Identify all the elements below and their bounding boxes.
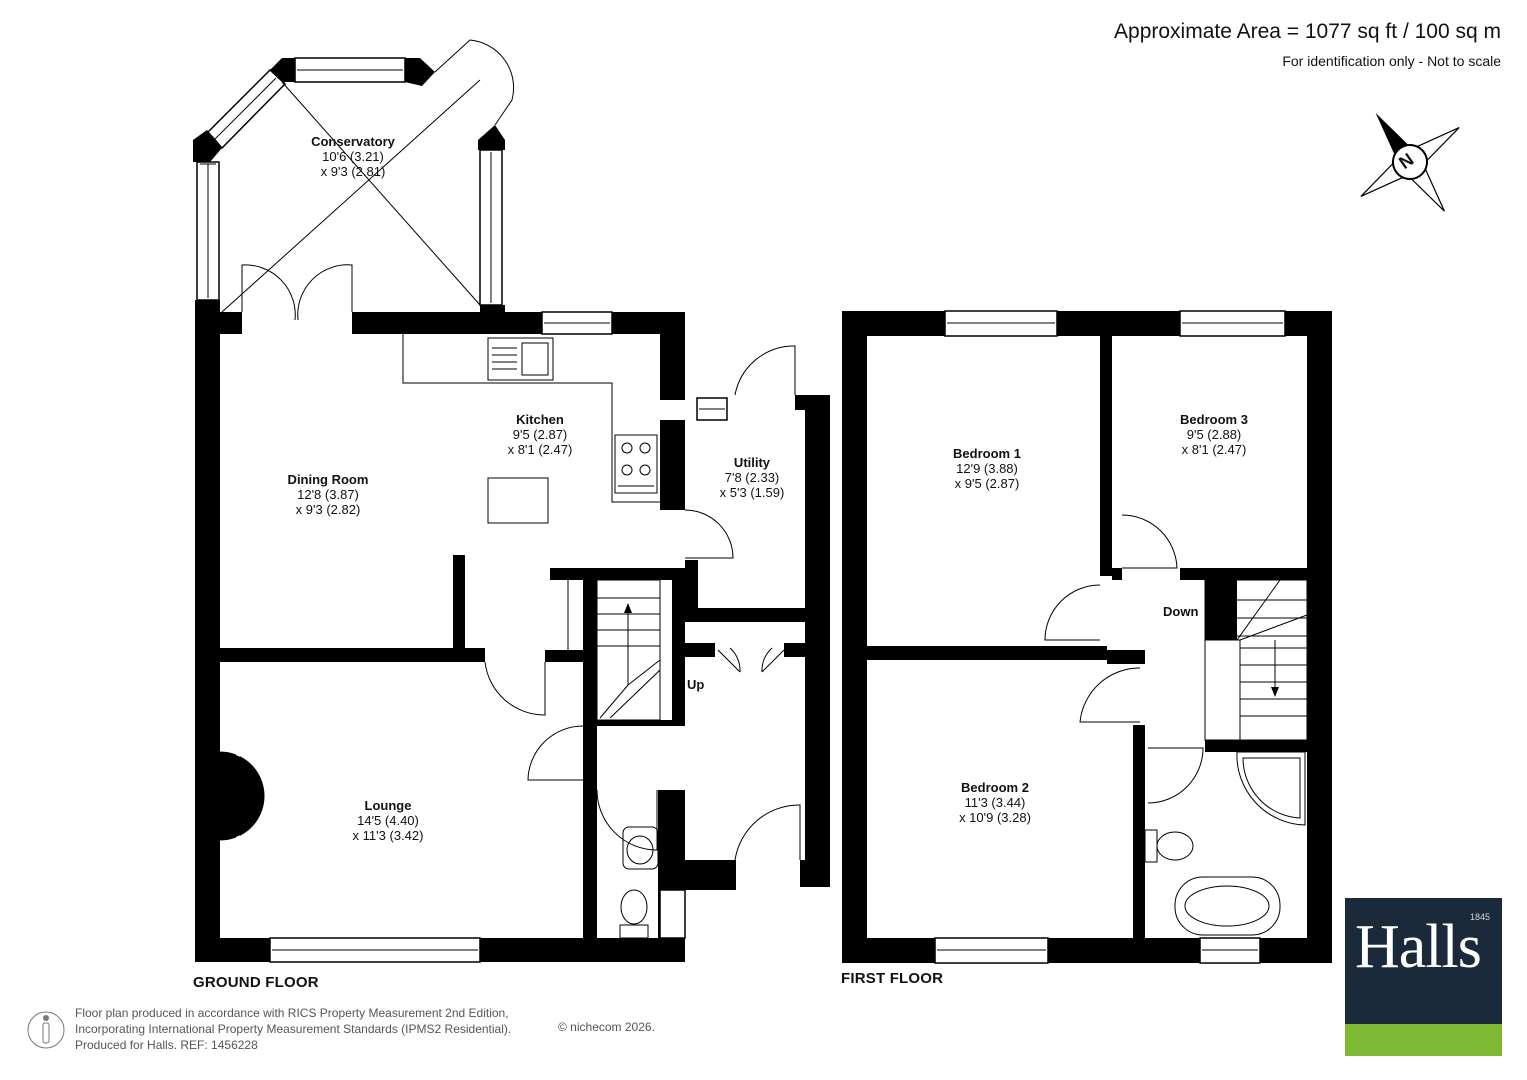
logo-wordmark: Halls xyxy=(1355,913,1482,981)
ground-floor-label: GROUND FLOOR xyxy=(193,974,319,991)
room-dim-2: x 10'9 (3.28) xyxy=(959,810,1031,825)
footer-notes: Floor plan produced in accordance with R… xyxy=(75,1005,511,1053)
first-floor-details xyxy=(937,322,1308,951)
footer-line-3: Produced for Halls. REF: 1456228 xyxy=(75,1038,258,1052)
ipms-person-icon xyxy=(27,1011,65,1049)
room-label-dining-room: Dining Room 12'8 (3.87) x 9'3 (2.82) xyxy=(288,472,369,517)
room-dim-1: 9'5 (2.87) xyxy=(512,427,568,442)
room-dim-2: x 9'3 (2.82) xyxy=(295,502,361,517)
room-label-bedroom-3: Bedroom 3 9'5 (2.88) x 8'1 (2.47) xyxy=(1180,412,1248,457)
first-floor-walls xyxy=(842,311,1332,963)
room-dim-2: x 8'1 (2.47) xyxy=(507,442,573,457)
room-dim-1: 7'8 (2.33) xyxy=(724,470,780,485)
room-dim-1: 14'5 (4.40) xyxy=(357,813,419,828)
approximate-area: Approximate Area = 1077 sq ft / 100 sq m xyxy=(1114,20,1501,43)
room-dim-1: 10'6 (3.21) xyxy=(322,149,384,164)
room-label-bedroom-1: Bedroom 1 12'9 (3.88) x 9'5 (2.87) xyxy=(953,446,1021,491)
ground-floor-walls xyxy=(195,300,830,962)
conservatory-details xyxy=(200,39,515,321)
room-dim-1: 12'8 (3.87) xyxy=(297,487,359,502)
window-mullions xyxy=(272,322,725,951)
conservatory-windows xyxy=(196,57,503,306)
room-dim-2: x 11'3 (3.42) xyxy=(352,828,424,843)
room-name: Bedroom 3 xyxy=(1180,412,1248,427)
room-dim-1: 12'9 (3.88) xyxy=(956,461,1018,476)
room-dim-2: x 9'3 (2.81) xyxy=(320,164,386,179)
room-dim-2: x 9'5 (2.87) xyxy=(954,476,1020,491)
room-label-conservatory: Conservatory 10'6 (3.21) x 9'3 (2.81) xyxy=(311,134,395,179)
room-name: Utility xyxy=(733,455,771,470)
logo-green-band xyxy=(1345,1024,1502,1056)
copyright-notice: © nichecom 2026. xyxy=(558,1020,655,1034)
first-floor-label: FIRST FLOOR xyxy=(841,970,944,987)
stairs-down-label: Down xyxy=(1163,604,1199,619)
halls-logo: 1845 Halls xyxy=(1345,898,1502,1056)
room-dim-1: 11'3 (3.44) xyxy=(964,795,1026,810)
room-name: Lounge xyxy=(364,798,412,813)
footer-line-2: Incorporating International Property Mea… xyxy=(75,1022,512,1036)
logo-year: 1845 xyxy=(1469,912,1490,922)
room-label-utility: Utility 7'8 (2.33) x 5'3 (1.59) xyxy=(720,455,785,500)
room-name: Conservatory xyxy=(311,134,395,149)
room-label-kitchen: Kitchen 9'5 (2.87) x 8'1 (2.47) xyxy=(508,412,573,457)
room-name: Dining Room xyxy=(287,472,369,487)
room-dim-1: 9'5 (2.88) xyxy=(1186,427,1242,442)
room-label-lounge: Lounge 14'5 (4.40) x 11'3 (3.42) xyxy=(353,798,424,843)
compass-rose xyxy=(1360,112,1460,212)
room-dim-2: x 8'1 (2.47) xyxy=(1181,442,1247,457)
room-name: Bedroom 2 xyxy=(961,780,1029,795)
room-name: Bedroom 1 xyxy=(953,446,1021,461)
room-name: Kitchen xyxy=(516,412,564,427)
room-label-bedroom-2: Bedroom 2 11'3 (3.44) x 10'9 (3.28) xyxy=(959,780,1031,825)
scale-disclaimer: For identification only - Not to scale xyxy=(1282,53,1501,69)
footer-line-1: Floor plan produced in accordance with R… xyxy=(75,1006,509,1020)
room-dim-2: x 5'3 (1.59) xyxy=(719,485,785,500)
stairs-up-label: Up xyxy=(687,677,705,692)
